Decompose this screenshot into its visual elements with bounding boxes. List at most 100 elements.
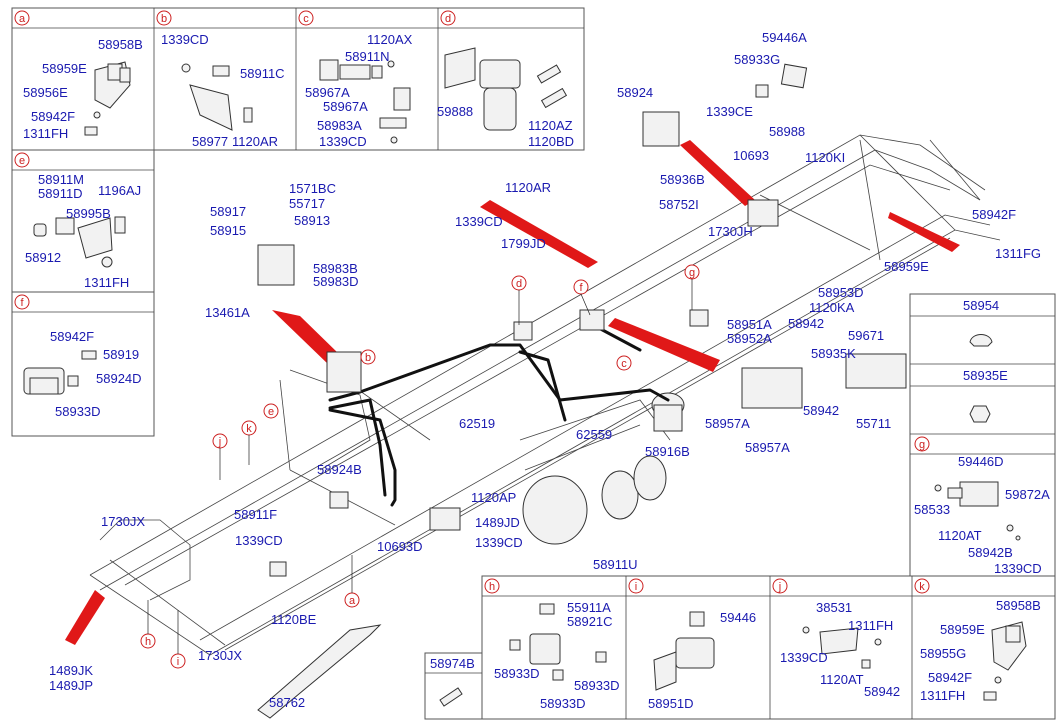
chassis-frame [89, 134, 1001, 656]
label-58959E: 58959E [940, 622, 985, 637]
label-58935K: 58935K [811, 346, 856, 361]
label-58919: 58919 [103, 347, 139, 362]
label-1339CD: 1339CD [319, 134, 367, 149]
label-1120BE: 1120BE [271, 612, 317, 627]
callout-h: h [489, 581, 495, 593]
label-58912: 58912 [25, 250, 61, 265]
label-58752I: 58752I [659, 197, 699, 212]
label-1571BC: 1571BC [289, 181, 336, 196]
chassis-callout-g: g [689, 267, 695, 279]
box-e: 58911M 58911D 1196AJ 58995B 58912 1311FH [25, 172, 141, 290]
label-1730JH: 1730JH [708, 224, 753, 239]
label-58951A: 58951A [727, 317, 772, 332]
label-58952A: 58952A [727, 331, 772, 346]
label-1311FH: 1311FH [84, 275, 129, 290]
label-58942F: 58942F [928, 670, 972, 685]
label-58995B: 58995B [66, 206, 111, 221]
label-1730JX-2: 1730JX [198, 648, 242, 663]
label-58911C: 58911C [240, 66, 285, 81]
label-1489JP: 1489JP [49, 678, 93, 693]
label-58911U: 58911U [593, 557, 638, 572]
label-59446D: 59446D [958, 454, 1004, 469]
label-58924: 58924 [617, 85, 653, 100]
label-58967A-1: 58967A [305, 85, 350, 100]
label-1311FG: 1311FG [995, 246, 1041, 261]
label-58916B: 58916B [645, 444, 690, 459]
label-58933D: 58933D [55, 404, 101, 419]
label-58942B: 58942B [968, 545, 1013, 560]
label-58911D: 58911D [38, 186, 83, 201]
label-58983B: 58983B [313, 261, 358, 276]
box-g: 59446D 58533 59872A 1120AT 58942B 1339CD [914, 454, 1050, 576]
label-58957A-2: 58957A [745, 440, 790, 455]
chassis-callouts: b c d e f g j k a h i [140, 264, 700, 669]
callout-b: b [161, 13, 167, 25]
label-58913: 58913 [294, 213, 330, 228]
box-k: 58958B 58959E 58955G 58942F 1311FH [920, 598, 1041, 703]
box-i: 59446 58951D [648, 610, 756, 711]
label-1311FH: 1311FH [920, 688, 965, 703]
callout-g: g [919, 439, 925, 451]
callout-c: c [303, 13, 309, 25]
callout-i: i [635, 581, 637, 593]
box-f: 58942F 58919 58924D 58933D [23, 329, 142, 419]
label-58959E: 58959E [42, 61, 87, 76]
label-1339CD: 1339CD [780, 650, 828, 665]
chassis-callout-h: h [145, 636, 151, 648]
label-58921C: 58921C [567, 614, 613, 629]
label-1120KI: 1120KI [805, 150, 845, 165]
label-58958B: 58958B [996, 598, 1041, 613]
label-58977: 58977 [192, 134, 228, 149]
label-58955G: 58955G [920, 646, 966, 661]
label-1196AJ: 1196AJ [98, 183, 141, 198]
top-left-grid [11, 7, 585, 437]
label-58956E: 58956E [23, 85, 68, 100]
label-58959E: 58959E [884, 259, 929, 274]
air-tanks [519, 392, 685, 545]
label-1311FH: 1311FH [23, 126, 68, 141]
label-58933D-3: 58933D [540, 696, 586, 711]
label-58951D: 58951D [648, 696, 694, 711]
label-58933D-2: 58933D [574, 678, 620, 693]
label-10693: 10693 [733, 148, 769, 163]
label-58936B: 58936B [660, 172, 705, 187]
box-a: 58958B 58959E 58956E 58942F 1311FH [23, 37, 143, 141]
chassis-callout-a: a [349, 595, 356, 607]
label-55911A: 55911A [567, 600, 611, 615]
box-58954: 58954 [963, 298, 999, 347]
box-58974B: 58974B [430, 656, 475, 707]
label-58967A-2: 58967A [323, 99, 368, 114]
label-59446: 59446 [720, 610, 756, 625]
label-58911M: 58911M [38, 172, 84, 187]
label-58933G: 58933G [734, 52, 780, 67]
label-58988: 58988 [769, 124, 805, 139]
label-59671: 59671 [848, 328, 884, 343]
label-58942: 58942 [864, 684, 900, 699]
box-h: 55911A 58921C 58933D 58933D 58933D [494, 600, 620, 711]
label-1730JX-1: 1730JX [101, 514, 145, 529]
label-58917: 58917 [210, 204, 246, 219]
label-58762: 58762 [269, 695, 305, 710]
label-1120BD: 1120BD [528, 134, 574, 149]
label-58942F: 58942F [31, 109, 75, 124]
box-b: 1339CD 58911C 58977 1120AR [161, 32, 285, 149]
box-c: 1120AX 58911N 58967A 58967A 58983A 1339C… [305, 32, 413, 149]
label-10693D: 10693D [377, 539, 423, 554]
label-58924D: 58924D [96, 371, 142, 386]
label-13461A: 13461A [205, 305, 250, 320]
label-58533: 58533 [914, 502, 950, 517]
label-1339CD-left: 1339CD [235, 533, 283, 548]
label-58953D: 58953D [818, 285, 864, 300]
callout-k: k [919, 581, 925, 593]
label-1120AP: 1120AP [471, 490, 516, 505]
title-58954: 58954 [963, 298, 999, 313]
label-38531: 38531 [816, 600, 852, 615]
label-1120AT: 1120AT [820, 672, 864, 687]
chassis-callout-k: k [246, 423, 252, 435]
chassis-callout-d: d [516, 278, 522, 290]
callout-d: d [445, 13, 451, 25]
label-58915: 58915 [210, 223, 246, 238]
label-1339CD: 1339CD [994, 561, 1042, 576]
